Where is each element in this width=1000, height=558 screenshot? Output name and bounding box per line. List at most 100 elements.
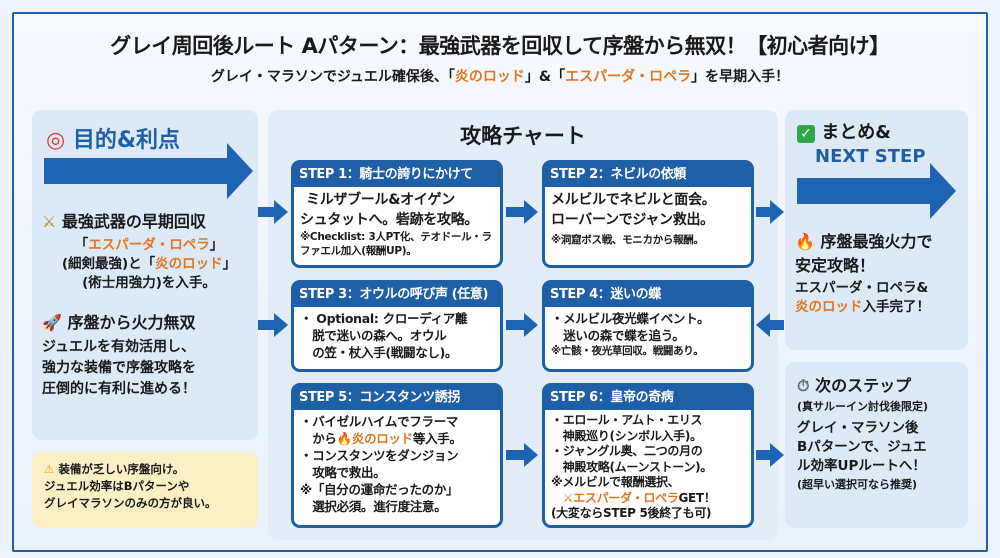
step-5: STEP 5：コンスタンツ誘拐 ・バイゼルハイムでフラーマ から🔥炎のロッド等入… [291,383,503,528]
text: (細剣最強)と「 [61,256,156,272]
text: シュタットへ。砦跡を攻略。 [300,212,479,228]
benefit-heading-text: 最強武器の早期回収 [61,212,206,231]
summary-text: 🔥 序盤最強火力で [795,228,967,252]
text: (真サルーイン討伐後限定) [797,400,929,413]
weapon-name: 炎のロッド [155,256,223,272]
subtitle-highlight: 炎のロッド [454,69,525,85]
chart-title: 攻略チャート [460,124,586,148]
rocket-icon: 🚀 [42,313,62,332]
text: 装備が乏しい序盤向け。 [58,462,185,476]
text: メルビルでネビルと面会。 [551,192,716,208]
stopwatch-icon: ⏱ [797,376,810,395]
flow-arrow-head [524,443,538,467]
flow-arrow-shaft [756,207,772,217]
text: 強力な装備で序盤攻略を [42,360,196,376]
text: ⚔エスパーダ・ロペラGET！ [551,491,745,507]
text: GET！ [678,490,716,505]
step-4: STEP 4：迷いの蝶 ・メルビル夜光蝶イベント。 迷いの森で蝶を追う。 ※亡骸・… [542,280,754,372]
page-title: グレイ周回後ルート Aパターン：最強武器を回収して序盤から無双！【初心者向け】 [110,34,890,58]
flow-arrow-head [274,200,288,224]
flow-arrow-shaft [756,450,772,460]
summary-title: まとめ& [821,122,891,143]
text: ・メルビル夜光蝶イベント。 [551,311,710,326]
warning-icon: ⚠ [44,462,55,476]
step-header: STEP 4：迷いの蝶 [545,283,751,307]
flow-arrow-shaft [506,207,526,217]
flow-arrow-head [524,313,538,337]
text: 迷いの森で蝶を追う。 [551,328,685,343]
text: 等入手。 [412,431,462,446]
text: ※メルビルで報酬選択、 [551,475,680,489]
text: ※「自分の運命だったのか」 [300,482,459,497]
text: グレイ・マラソン後 [797,420,919,436]
step-header: STEP 6：皇帝の奇病 [545,386,751,410]
text: 次のステップ [815,376,912,395]
weapon-name: 炎のロッド [351,431,413,446]
summary-title-next: NEXT STEP [815,146,926,167]
check-icon: ✓ [797,125,815,143]
subtitle-highlight: エスパーダ・ロペラ [565,69,692,85]
flow-arrow-shaft [506,320,526,330]
subtitle-text: 」を早期入手！ [691,69,790,85]
fire-icon: 🔥 [336,431,353,446]
text: 炎のロッド入手完了！ [795,298,967,317]
purpose-panel: ◎ 目的&利点 ⚔ 最強武器の早期回収 「エスパーダ・ロペラ」 (細剣最強)と「… [32,110,258,440]
text: エスパーダ・ロペラ& [795,280,929,296]
step-header: STEP 2：ネビルの依頼 [545,163,751,187]
benefit-text: ジュエルを有効活用し、 強力な装備で序盤攻略を 圧倒的に有利に進める！ [42,337,256,400]
text: 神殿攻略(ムーンストーン)。 [551,459,713,474]
flow-arrow-head [756,313,770,337]
text: から🔥炎のロッド等入手。 [300,430,494,447]
fire-icon: 🔥 [795,232,815,251]
text: ローバーンでジャン救出。 [551,212,714,228]
text: ジュエル効率はBパターンや [44,479,190,493]
text: の笠・杖入手(戦闘なし)。 [300,345,458,360]
step-2: STEP 2：ネビルの依頼 メルビルでネビルと面会。ローバーンでジャン救出。※洞… [542,160,754,268]
flow-arrow-head [274,313,288,337]
big-arrow [797,163,956,219]
text: ・ Optional: クローディア離 [300,311,468,326]
step-header: STEP 5：コンスタンツ誘拐 [294,386,500,410]
next-step-heading: ⏱ 次のステップ [797,372,965,396]
text: グレイマラソンのみの方が良い。 [44,496,217,510]
text: 」 [222,256,237,272]
text: 」 [209,237,224,253]
big-arrow [44,143,253,199]
flow-arrow-shaft [768,320,784,330]
crossed-swords-icon: ⚔ [562,490,574,505]
text: (術士用強力)を入手。 [82,275,216,291]
step-header: STEP 1：騎士の誇りにかけて [294,163,500,187]
benefit-heading: ⚔ 最強武器の早期回収 [42,208,256,232]
page-subtitle: グレイ・マラソンでジュエル確保後、「炎のロッド」&「エスパーダ・ロペラ」を早期入… [0,66,1000,86]
summary-panel: ✓ まとめ& NEXT STEP 🔥 序盤最強火力で 安定攻略！ エスパーダ・ロ… [785,110,968,350]
weapon-name: エスパーダ・ロペラ [573,490,679,505]
text: 脱で迷いの森へ。オウル [300,328,447,343]
subtitle-text: 」&「 [524,69,566,85]
text: ・バイゼルハイムでフラーマ [300,414,459,429]
text: ・エロール・アムト・エリス [551,413,703,427]
flow-arrow-shaft [258,320,276,330]
step-note: ※亡骸・夜光草回収。戦闘あり。 [551,345,704,357]
text: 「 [74,237,89,253]
purpose-heading: ◎ 目的&利点 [46,122,180,154]
text: 圧倒的に有利に進める！ [42,381,196,397]
text: (超早い選択可なら推奨) [797,478,918,491]
text: ジュエルを有効活用し、 [42,339,196,355]
text: ミルザブール&オイゲン [306,192,455,208]
flow-arrow-head [770,200,784,224]
crossed-swords-icon: ⚔ [42,212,57,231]
benefit-heading: 🚀 序盤から火力無双 [42,309,256,333]
warning-note: ⚠ 装備が乏しい序盤向け。 ジュエル効率はBパターンや グレイマラソンのみの方が… [32,452,258,528]
text: 入手完了！ [862,299,931,315]
step-3: STEP 3：オウルの呼び声 (任意) ・ Optional: クローディア離 … [291,280,503,372]
step-6: STEP 6：皇帝の奇病 ・エロール・アムト・エリス 神殿巡り(シンボル入手)。… [542,383,754,528]
text: ・ジャングル奥、二つの月の [551,444,703,458]
benefit-heading-text: 序盤から火力無双 [67,313,196,332]
step-note: ※Checklist: 3人PT化、テオドール・ラファエル加入(報酬UP)。 [300,231,492,257]
summary-heading: ✓ まとめ& [797,118,891,144]
text: ・コンスタンツをダンジョン [300,448,459,463]
benefit-text: 「エスパーダ・ロペラ」 (細剣最強)と「炎のロッド」 (術士用強力)を入手。 [42,236,256,293]
flow-arrow-shaft [258,207,276,217]
text: 神殿巡り(シンボル入手)。 [551,428,702,443]
text: 安定攻略！ [795,256,876,275]
